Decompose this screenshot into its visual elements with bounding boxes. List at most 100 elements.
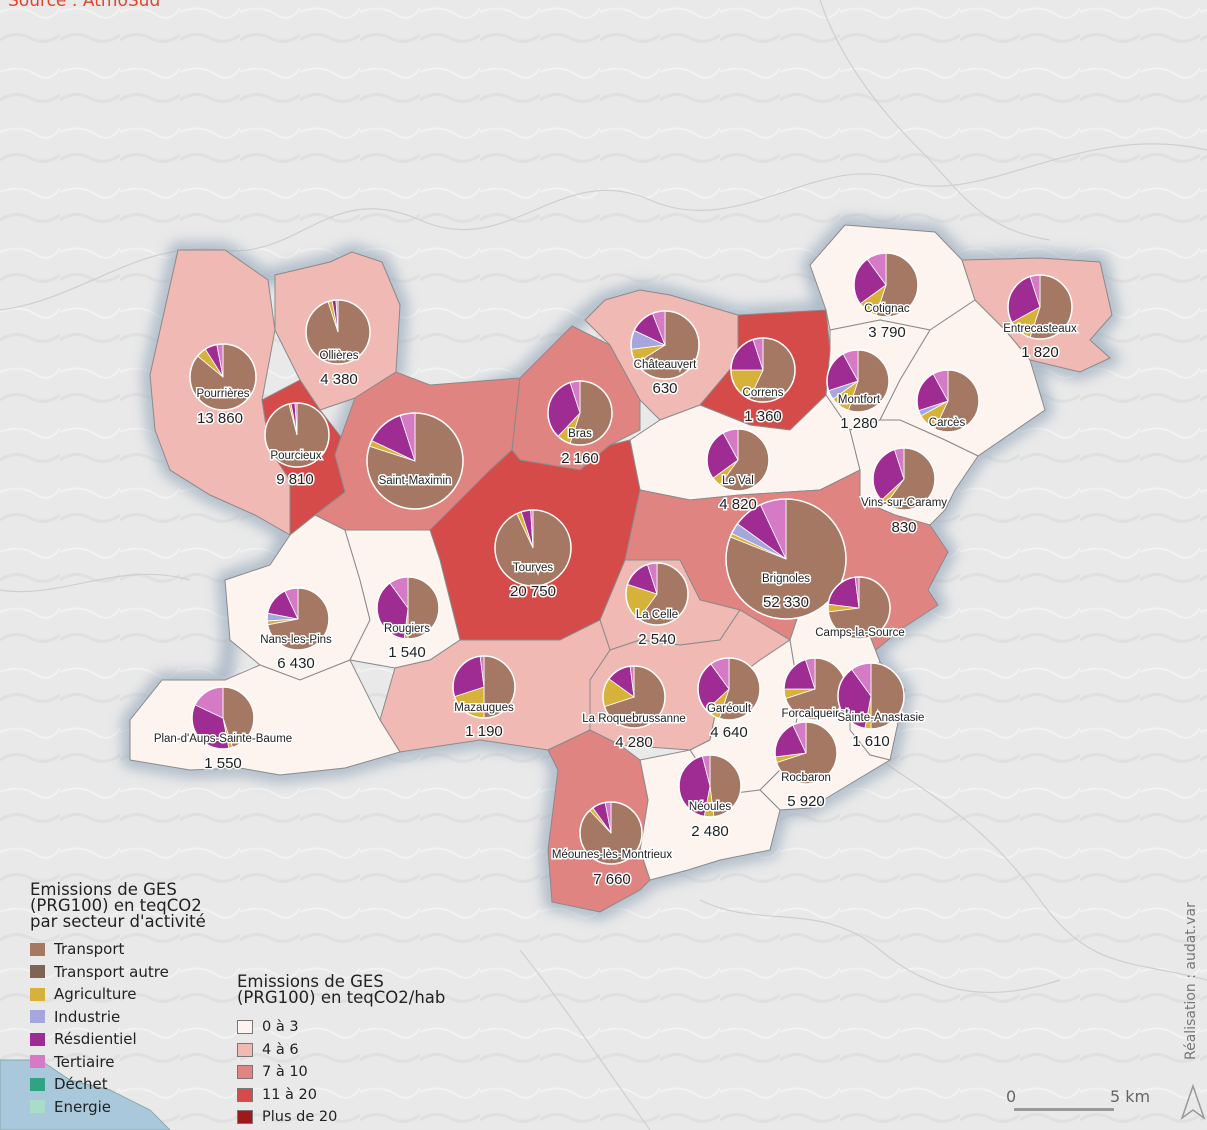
commune-name-label: La Celle — [636, 609, 678, 621]
legend-per-capita: Emissions de GES (PRG100) en teqCO2/hab … — [237, 973, 497, 1129]
pie-outline — [630, 310, 700, 380]
commune-value-label: 4 640 — [710, 724, 748, 741]
commune-name-label: Néoules — [689, 801, 731, 813]
commune-name-label: Châteauvert — [634, 359, 697, 371]
legend-sector-label: Résdientiel — [54, 1030, 137, 1049]
commune-name-label: Cotignac — [864, 303, 910, 315]
credit-text: Réalisation : audat.var — [1183, 902, 1199, 1060]
legend-sector-item: Industrie — [30, 1006, 240, 1029]
legend-sector-swatch — [30, 965, 45, 979]
pie-outline — [305, 299, 371, 365]
commune-value-label: 52 330 — [763, 594, 809, 611]
commune-value-label: 1 540 — [388, 644, 426, 661]
legend-class-label: 11 à 20 — [262, 1086, 318, 1103]
pie-outline — [678, 754, 742, 818]
commune-name-label: Le Val — [722, 475, 754, 487]
legend-per-capita-list: 0 à 3 4 à 6 7 à 10 11 à 20 Plus de 20 — [237, 1016, 497, 1129]
commune-name-label: Montfort — [838, 394, 881, 406]
legend-sector-item: Déchet — [30, 1073, 240, 1096]
legend-sector-label: Tertiaire — [54, 1052, 115, 1071]
legend-class-item: Plus de 20 — [237, 1106, 497, 1129]
legend-sector-swatch — [30, 942, 45, 956]
commune-name-label: Saint-Maximin — [379, 475, 452, 487]
pie-plan-d-aups-sainte-baume — [191, 686, 255, 750]
commune-value-label: 13 860 — [197, 410, 243, 427]
legend-sector-label: Déchet — [54, 1075, 108, 1094]
pie-chateauvert — [630, 310, 700, 380]
pie-camps-la-source — [827, 576, 891, 640]
pie-la-celle — [625, 562, 689, 626]
commune-name-label: Correns — [743, 387, 784, 399]
commune-name-label: Garéoult — [707, 703, 752, 715]
pie-rocbaron — [774, 721, 838, 785]
pie-outline — [547, 380, 613, 446]
pie-brignoles — [725, 498, 847, 620]
commune-value-label: 3 790 — [868, 324, 906, 341]
pie-outline — [376, 576, 440, 640]
pie-ollieres — [305, 299, 371, 365]
commune-value-label: 6 430 — [277, 655, 315, 672]
commune-name-label: Pourrières — [196, 388, 249, 400]
pie-outline — [837, 662, 905, 730]
pie-montfort — [826, 349, 890, 413]
pie-outline — [494, 509, 572, 587]
scale-bar — [1014, 1108, 1114, 1111]
pie-la-roquebrussanne — [602, 665, 666, 729]
commune-value-label: 4 280 — [615, 734, 653, 751]
pie-entrecasteaux — [1007, 274, 1073, 340]
legend-sector-item: Résdientiel — [30, 1028, 240, 1051]
commune-value-label: 1 550 — [204, 755, 242, 772]
legend-class-item: 4 à 6 — [237, 1039, 497, 1062]
legend-class-swatch — [237, 1042, 253, 1057]
legend-class-item: 0 à 3 — [237, 1016, 497, 1039]
legend-class-item: 11 à 20 — [237, 1084, 497, 1107]
north-arrow-icon — [1180, 1084, 1206, 1120]
pie-sainte-anastasie — [837, 662, 905, 730]
pie-neoules — [678, 754, 742, 818]
pie-outline — [697, 657, 761, 721]
pie-outline — [579, 801, 643, 865]
commune-value-label: 5 920 — [787, 793, 825, 810]
legend-sector-swatch — [30, 1055, 45, 1069]
commune-name-label: Camps-la-Source — [815, 627, 904, 639]
commune-value-label: 1 190 — [465, 723, 503, 740]
pie-outline — [1007, 274, 1073, 340]
pie-outline — [191, 686, 255, 750]
commune-value-label: 2 160 — [561, 450, 599, 467]
pie-le-val — [706, 428, 770, 492]
commune-value-label: 630 — [652, 380, 677, 397]
commune-name-label: Méounes-lès-Montrieux — [552, 849, 672, 861]
legend-class-item: 7 à 10 — [237, 1061, 497, 1084]
commune-value-label: 9 810 — [276, 471, 314, 488]
legend-sector-swatch — [30, 1077, 45, 1091]
commune-name-label: Rougiers — [384, 623, 430, 635]
pie-meounes-les-montrieux — [579, 801, 643, 865]
legend-sector-item: Agriculture — [30, 983, 240, 1006]
pie-outline — [872, 447, 936, 511]
commune-name-label: Pourcieux — [270, 450, 321, 462]
legend-sector-item: Transport autre — [30, 961, 240, 984]
commune-name-label: Nans-les-Pins — [260, 634, 332, 646]
pie-pourrieres — [189, 343, 257, 411]
legend-class-swatch — [237, 1110, 253, 1125]
pie-outline — [266, 587, 330, 651]
commune-value-label: 2 540 — [638, 631, 676, 648]
pie-correns — [730, 337, 796, 403]
commune-plan-d-aups-sainte-baume — [129, 659, 401, 776]
pie-outline — [853, 252, 919, 318]
legend-class-swatch — [237, 1020, 253, 1035]
legend-class-label: 4 à 6 — [262, 1041, 299, 1058]
commune-value-label: 4 380 — [320, 371, 358, 388]
commune-name-label: Rocbaron — [781, 772, 831, 784]
legend-sectors-title: Emissions de GES (PRG100) en teqCO2 par … — [30, 880, 206, 931]
legend-sector-label: Transport autre — [54, 962, 169, 981]
legend-class-swatch — [237, 1065, 253, 1080]
pie-outline — [916, 369, 980, 433]
pie-outline — [730, 337, 796, 403]
commune-name-label: Brignoles — [762, 573, 810, 585]
pie-mazaugues — [452, 655, 516, 719]
pie-outline — [774, 721, 838, 785]
legend-class-label: Plus de 20 — [262, 1109, 338, 1126]
commune-value-label: 1 360 — [744, 408, 782, 425]
